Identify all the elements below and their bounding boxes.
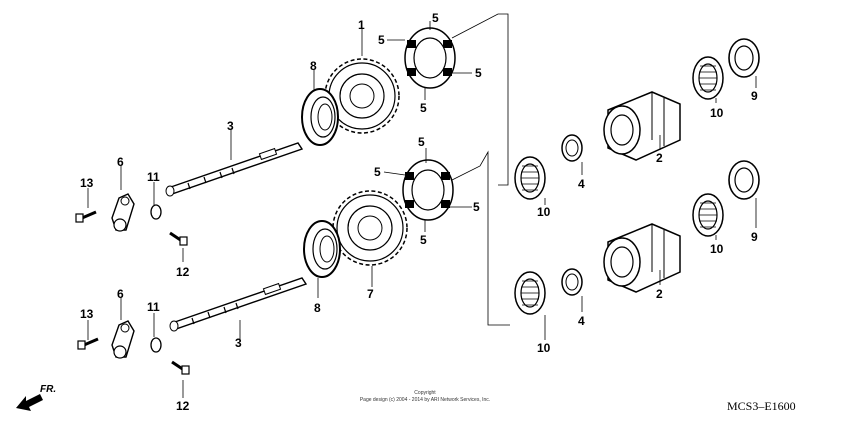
bearing-holder-top: [603, 91, 681, 161]
callout-shaft-top: 3: [227, 119, 234, 133]
callout-bearing-right-bottom: 10: [710, 242, 724, 256]
callout-arm-bottom: 6: [117, 287, 124, 301]
callout-arm-top: 6: [117, 155, 124, 169]
callout-ring-bottom-3: 5: [473, 200, 480, 214]
pin-top: [168, 231, 189, 247]
callout-ring-top-3: 5: [475, 66, 482, 80]
callout-washer-top: 11: [147, 170, 160, 184]
callout-bolt-top: 13: [80, 176, 94, 190]
sleeve-bottom: [561, 268, 583, 296]
front-arrow-icon: [16, 394, 43, 411]
callout-shaft-bottom: 3: [235, 336, 242, 350]
bolt-top: [74, 210, 98, 224]
oil-seal-top: [301, 88, 339, 146]
callout-sleeve-bottom: 4: [578, 314, 585, 328]
shaft-bottom: [169, 277, 307, 332]
callout-ring-top-2: 5: [432, 11, 439, 25]
damper-ring-bottom: [402, 159, 454, 221]
callout-sleeve-top: 4: [578, 177, 585, 191]
drawing-code: MCS3–E1600: [727, 399, 796, 413]
washer-small-top: [150, 204, 162, 220]
callout-bearing-left-bottom: 10: [537, 341, 551, 355]
callout-ring-top-1: 5: [378, 33, 385, 47]
callout-bolt-bottom: 13: [80, 307, 94, 321]
callout-bearing-right-top: 10: [710, 106, 724, 120]
bolt-bottom: [76, 337, 100, 351]
copyright-line-2: Page design (c) 2004 - 2014 by ARI Netwo…: [360, 397, 490, 403]
oil-seal-bottom: [303, 220, 341, 278]
guide-bracket-bottom: [451, 150, 510, 326]
callout-pin-bottom: 12: [176, 399, 190, 413]
thrust-washer-top: [728, 38, 760, 78]
callout-gear-bottom: 7: [367, 287, 374, 301]
callout-washer-bottom: 11: [147, 300, 160, 314]
callout-washer9-top: 9: [751, 89, 758, 103]
pin-bottom: [170, 360, 191, 376]
guide-bracket-top: [451, 13, 509, 186]
callout-pin-top: 12: [176, 265, 190, 279]
copyright-line-1: Copyright: [414, 390, 436, 396]
callout-bearing-left-top: 10: [537, 205, 551, 219]
callout-gear-top: 1: [358, 18, 365, 32]
bearing-holder-bottom: [603, 223, 681, 293]
callout-ring-bottom-2: 5: [374, 165, 381, 179]
front-arrow-label: FR.: [40, 384, 56, 395]
sleeve-top: [561, 134, 583, 162]
callout-ring-bottom-1: 5: [418, 135, 425, 149]
callout-seal-top: 8: [310, 59, 317, 73]
needle-bearing-right-top: [692, 56, 724, 100]
callout-ring-bottom-4: 5: [420, 233, 427, 247]
needle-bearing-left-top: [514, 156, 546, 200]
shaft-top: [165, 142, 303, 197]
thrust-washer-bottom: [728, 160, 760, 200]
arm-top: [111, 193, 135, 232]
callout-holder-bottom: 2: [656, 287, 663, 301]
damper-ring-top: [404, 27, 456, 89]
callout-seal-bottom: 8: [314, 301, 321, 315]
leader-lines: [87, 21, 757, 398]
callout-holder-top: 2: [656, 151, 663, 165]
washer-small-bottom: [150, 337, 162, 353]
callout-washer9-bottom: 9: [751, 230, 758, 244]
callout-ring-top-4: 5: [420, 101, 427, 115]
arm-bottom: [111, 320, 135, 359]
needle-bearing-left-bottom: [514, 271, 546, 315]
needle-bearing-right-bottom: [692, 193, 724, 237]
driven-gear-bottom: [332, 190, 408, 266]
